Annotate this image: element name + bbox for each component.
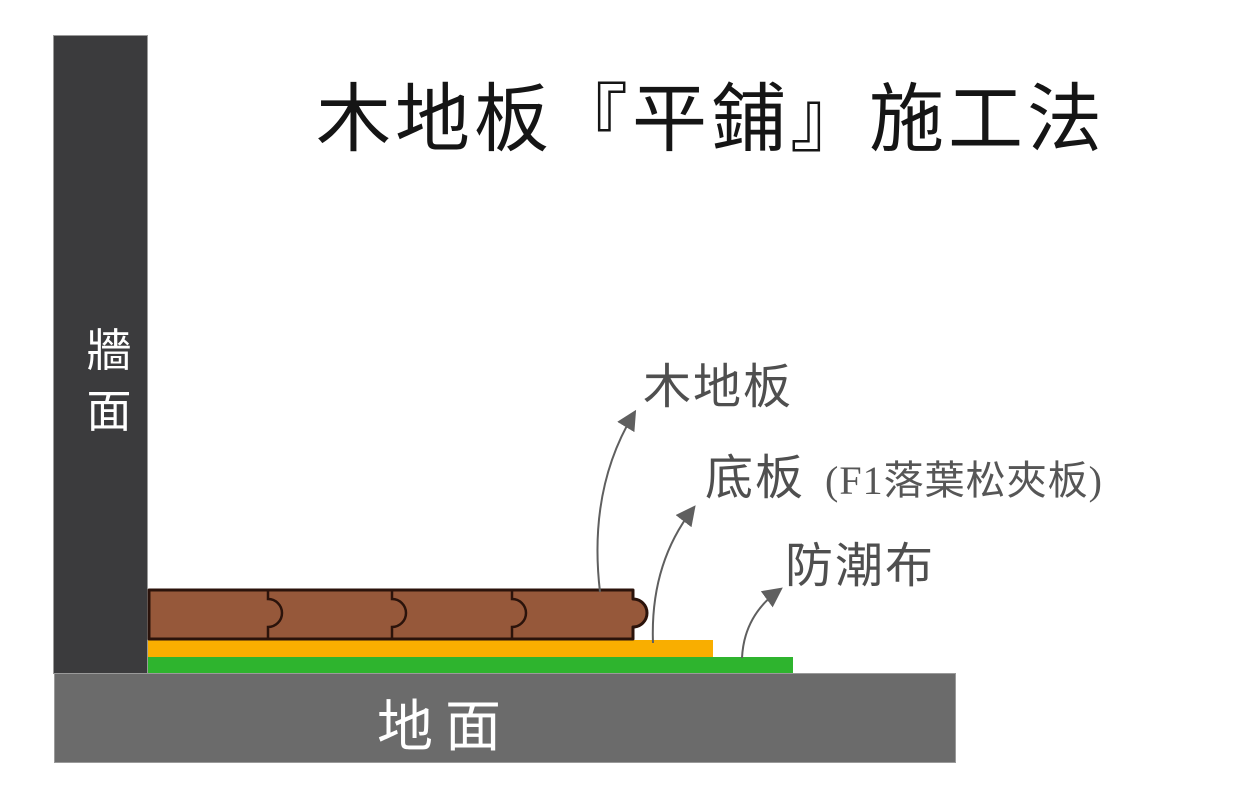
ground-label: 地面 xyxy=(377,697,513,759)
underlayment-label: 底板 (F1落葉松夾板) xyxy=(705,438,1103,508)
moisture-barrier-label: 防潮布 xyxy=(785,526,935,596)
wood-floor-label: 木地板 xyxy=(643,347,793,417)
page-title: 木地板『平鋪』施工法 xyxy=(316,77,1107,161)
arrow-to-moisture-barrier xyxy=(741,587,783,659)
underlayment-layer xyxy=(148,640,713,657)
wood-floor-label-text: 木地板 xyxy=(643,361,794,414)
plank-joint-2 xyxy=(390,590,408,639)
arrow-to-wood-floor xyxy=(596,409,637,593)
plank-strip-outline xyxy=(147,588,649,641)
underlayment-label-text: 底板 xyxy=(705,452,806,505)
plank-joint-1 xyxy=(266,590,284,639)
underlayment-note-text: (F1落葉松夾板) xyxy=(825,458,1103,503)
wall-rect: 牆面 xyxy=(53,35,148,674)
arrow-to-underlayment xyxy=(651,505,696,644)
moisture-barrier-layer xyxy=(148,657,793,673)
moisture-barrier-label-text: 防潮布 xyxy=(785,540,936,593)
wood-planks-graphic xyxy=(147,588,649,641)
wall-label: 牆面 xyxy=(86,326,132,437)
ground-rect: 地面 xyxy=(54,673,956,763)
plank-joint-3 xyxy=(510,590,528,639)
